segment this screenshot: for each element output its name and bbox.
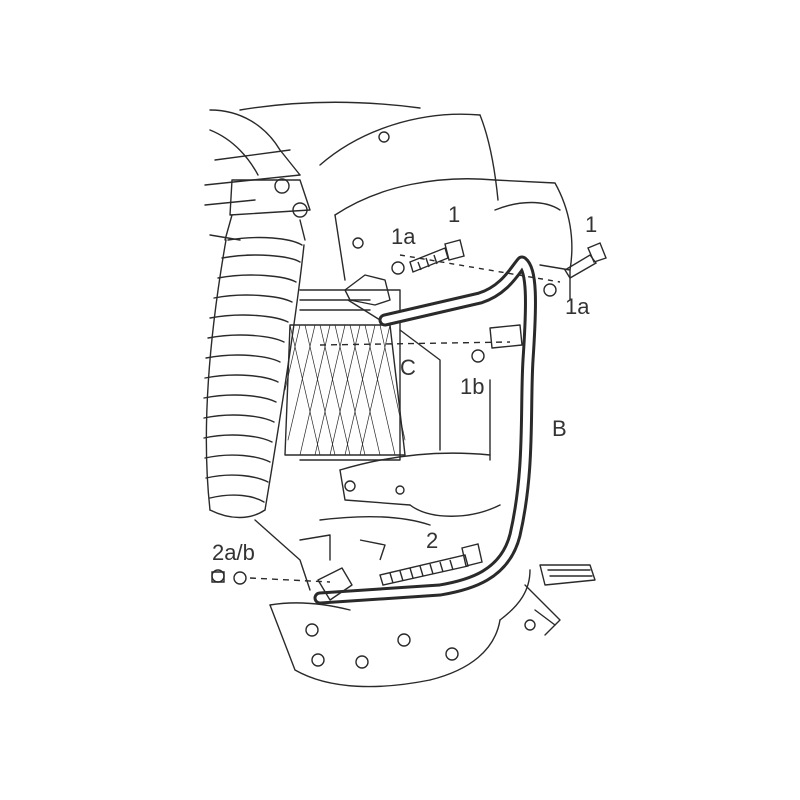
guard-bar — [313, 255, 537, 605]
label-bolt-right: 1 — [585, 212, 597, 237]
label-bolt-left: 1 — [448, 202, 460, 227]
washer-upper-right — [543, 283, 557, 297]
label-nut-center: 1b — [460, 374, 484, 399]
labels: 1 1a 1 1a C 1b B 2 2a/b — [212, 202, 597, 565]
label-bolt-lower: 2 — [426, 528, 438, 553]
nut-center — [471, 349, 485, 363]
bracket — [317, 274, 523, 601]
skid-plate — [269, 569, 531, 688]
washer-upper-left — [391, 261, 405, 275]
bolt-upper-left — [409, 239, 465, 273]
bolts — [211, 239, 607, 586]
bolt-lower — [379, 543, 483, 586]
engine-case — [254, 379, 501, 591]
bolt-upper-right — [564, 242, 607, 279]
label-guard-bar: B — [552, 416, 567, 441]
label-nut-lower: 2a/b — [212, 540, 255, 565]
nut-lower-b — [233, 571, 247, 585]
tank-cover — [319, 113, 573, 301]
frame-outline — [204, 101, 421, 241]
foot-peg — [524, 564, 596, 636]
label-bracket: C — [400, 355, 416, 380]
shock-absorber — [203, 178, 311, 519]
radiator — [284, 289, 441, 461]
label-washer-right: 1a — [565, 294, 590, 319]
label-washer-left: 1a — [391, 224, 416, 249]
